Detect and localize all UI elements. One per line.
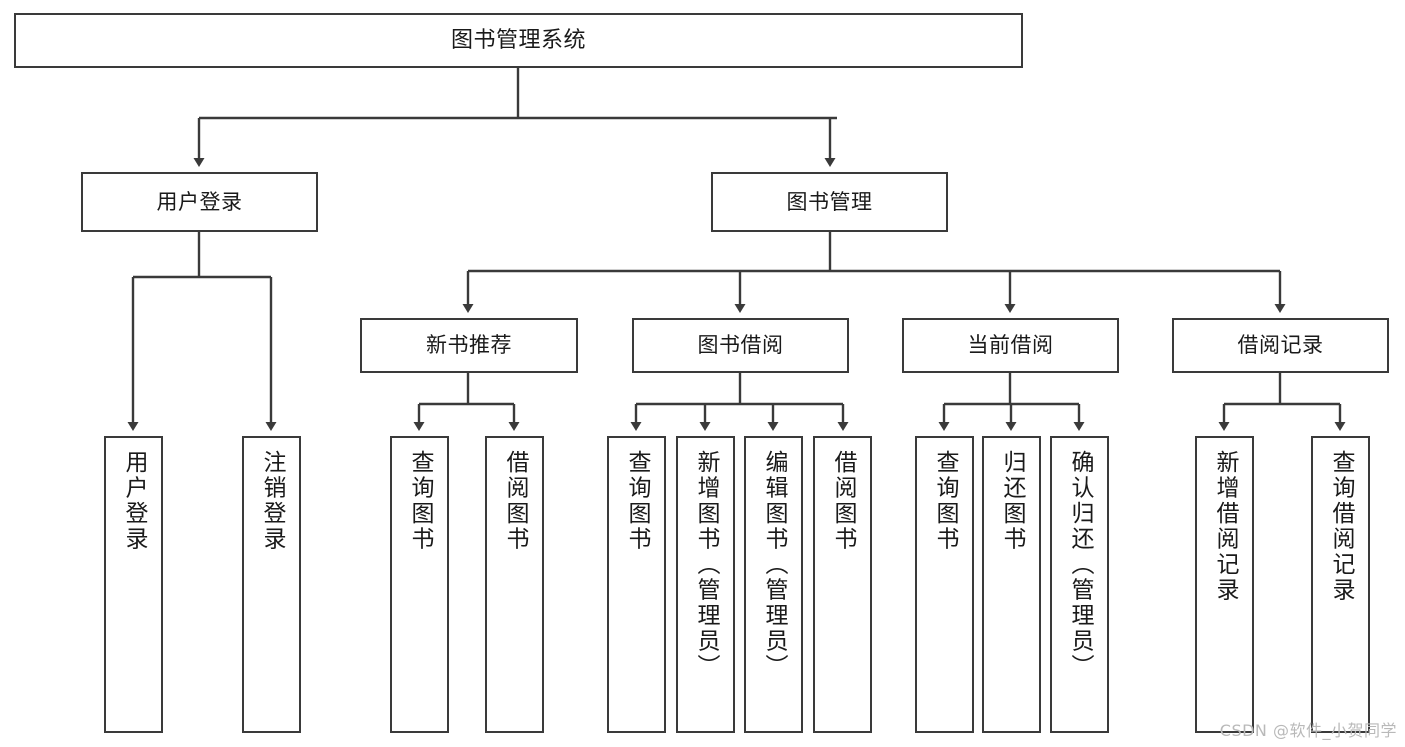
- node-label: 图书管理: [786, 189, 873, 214]
- node-label: 注销登录: [259, 450, 285, 552]
- node-label: 借阅记录: [1237, 333, 1324, 358]
- node-leaf-edit-book-admin[interactable]: 编辑图书（管理员）: [744, 436, 803, 733]
- node-leaf-borrow-book-recommend[interactable]: 借阅图书: [485, 436, 544, 733]
- node-label: 查询图书: [932, 450, 958, 552]
- node-label: 归还图书: [999, 450, 1025, 552]
- node-label: 新书推荐: [426, 333, 512, 358]
- node-label: 查询图书: [624, 450, 650, 552]
- node-label: 查询图书: [407, 450, 433, 552]
- node-new-book-recommend[interactable]: 新书推荐: [360, 318, 578, 373]
- node-leaf-confirm-return-admin[interactable]: 确认归还（管理员）: [1050, 436, 1109, 733]
- node-label: 查询借阅记录: [1328, 450, 1354, 603]
- node-leaf-query-book-borrow[interactable]: 查询图书: [607, 436, 666, 733]
- node-leaf-return-book[interactable]: 归还图书: [982, 436, 1041, 733]
- node-leaf-add-borrow-record[interactable]: 新增借阅记录: [1195, 436, 1254, 733]
- node-borrow-record[interactable]: 借阅记录: [1172, 318, 1389, 373]
- watermark: CSDN @软件_小贺同学: [1219, 721, 1397, 740]
- node-label: 新增借阅记录: [1212, 450, 1238, 603]
- node-leaf-user-login[interactable]: 用户登录: [104, 436, 163, 733]
- node-label: 新增图书（管理员）: [693, 450, 719, 680]
- node-label: 用户登录: [121, 450, 147, 552]
- node-user-login[interactable]: 用户登录: [81, 172, 318, 232]
- node-label: 借阅图书: [830, 450, 856, 552]
- node-leaf-query-borrow-record[interactable]: 查询借阅记录: [1311, 436, 1370, 733]
- node-label: 编辑图书（管理员）: [761, 450, 787, 680]
- node-leaf-borrow-book[interactable]: 借阅图书: [813, 436, 872, 733]
- node-label: 借阅图书: [502, 450, 528, 552]
- node-label: 图书管理系统: [450, 27, 586, 53]
- node-label: 当前借阅: [967, 333, 1054, 358]
- node-root-book-management-system[interactable]: 图书管理系统: [14, 13, 1023, 68]
- node-leaf-add-book-admin[interactable]: 新增图书（管理员）: [676, 436, 735, 733]
- node-book-borrow[interactable]: 图书借阅: [632, 318, 849, 373]
- node-leaf-logout-login[interactable]: 注销登录: [242, 436, 301, 733]
- node-leaf-query-book-recommend[interactable]: 查询图书: [390, 436, 449, 733]
- node-current-borrow[interactable]: 当前借阅: [902, 318, 1119, 373]
- node-leaf-query-book-current[interactable]: 查询图书: [915, 436, 974, 733]
- node-label: 用户登录: [156, 189, 243, 214]
- node-label: 图书借阅: [697, 333, 784, 358]
- node-book-manage[interactable]: 图书管理: [711, 172, 948, 232]
- node-label: 确认归还（管理员）: [1067, 450, 1093, 680]
